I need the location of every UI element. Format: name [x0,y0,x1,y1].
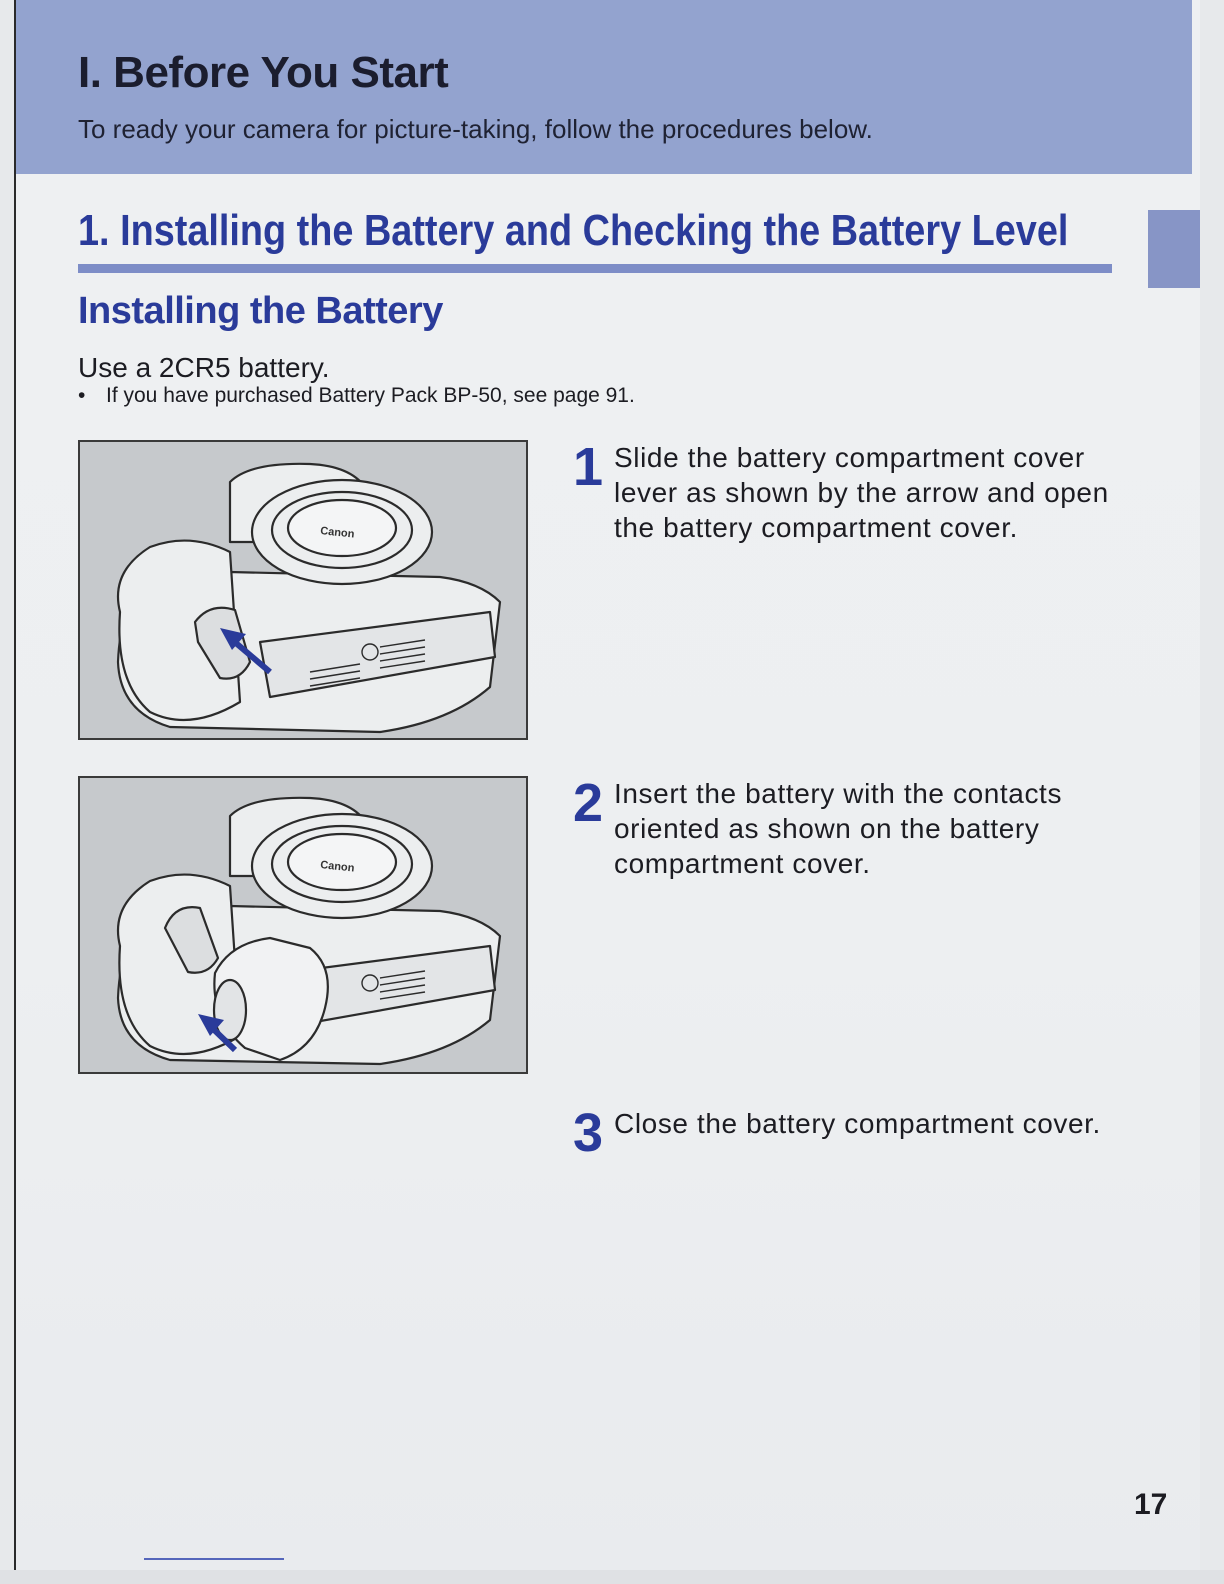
figure-insert-battery: Canon [78,776,528,1074]
chapter-header-band: I. Before You Start To ready your camera… [16,0,1192,174]
page-number: 17 [1134,1488,1168,1521]
arrow-icon [198,1014,238,1053]
step-text-3: Close the battery compartment cover. [614,1108,1101,1139]
chapter-title: I. Before You Start [78,48,449,97]
step-number-2: 2 [572,773,604,833]
chapter-side-tab [1148,210,1200,288]
bullet-note: • If you have purchased Battery Pack BP-5… [78,384,635,408]
intro-text: Use a 2CR5 battery. [78,352,330,383]
page-bottom-edge [0,1570,1224,1584]
step-text-2: Insert the battery with the contacts ori… [614,778,1063,879]
bullet-dot: • [78,384,86,407]
step-number-1: 1 [572,437,604,497]
manual-page: I. Before You Start To ready your camera… [14,0,1200,1570]
step-number-3: 3 [572,1103,604,1163]
footer-line [144,1558,284,1560]
camera-body-with-battery-icon: Canon [116,796,502,1066]
chapter-subtitle: To ready your camera for picture-taking,… [78,114,873,144]
section-divider [78,264,1112,273]
figure-open-cover: Canon [78,440,528,740]
step-text-1: Slide the battery compartment cover leve… [614,442,1109,543]
brand-mark-2: Canon [320,859,356,875]
section-title: 1. Installing the Battery and Checking t… [78,206,1069,255]
brand-mark-1: Canon [320,525,356,541]
subsection-title: Installing the Battery [78,290,443,332]
arrow-icon [220,628,272,675]
camera-body-icon: Canon [116,462,502,734]
bullet-note-text: If you have purchased Battery Pack BP-50… [106,384,635,407]
